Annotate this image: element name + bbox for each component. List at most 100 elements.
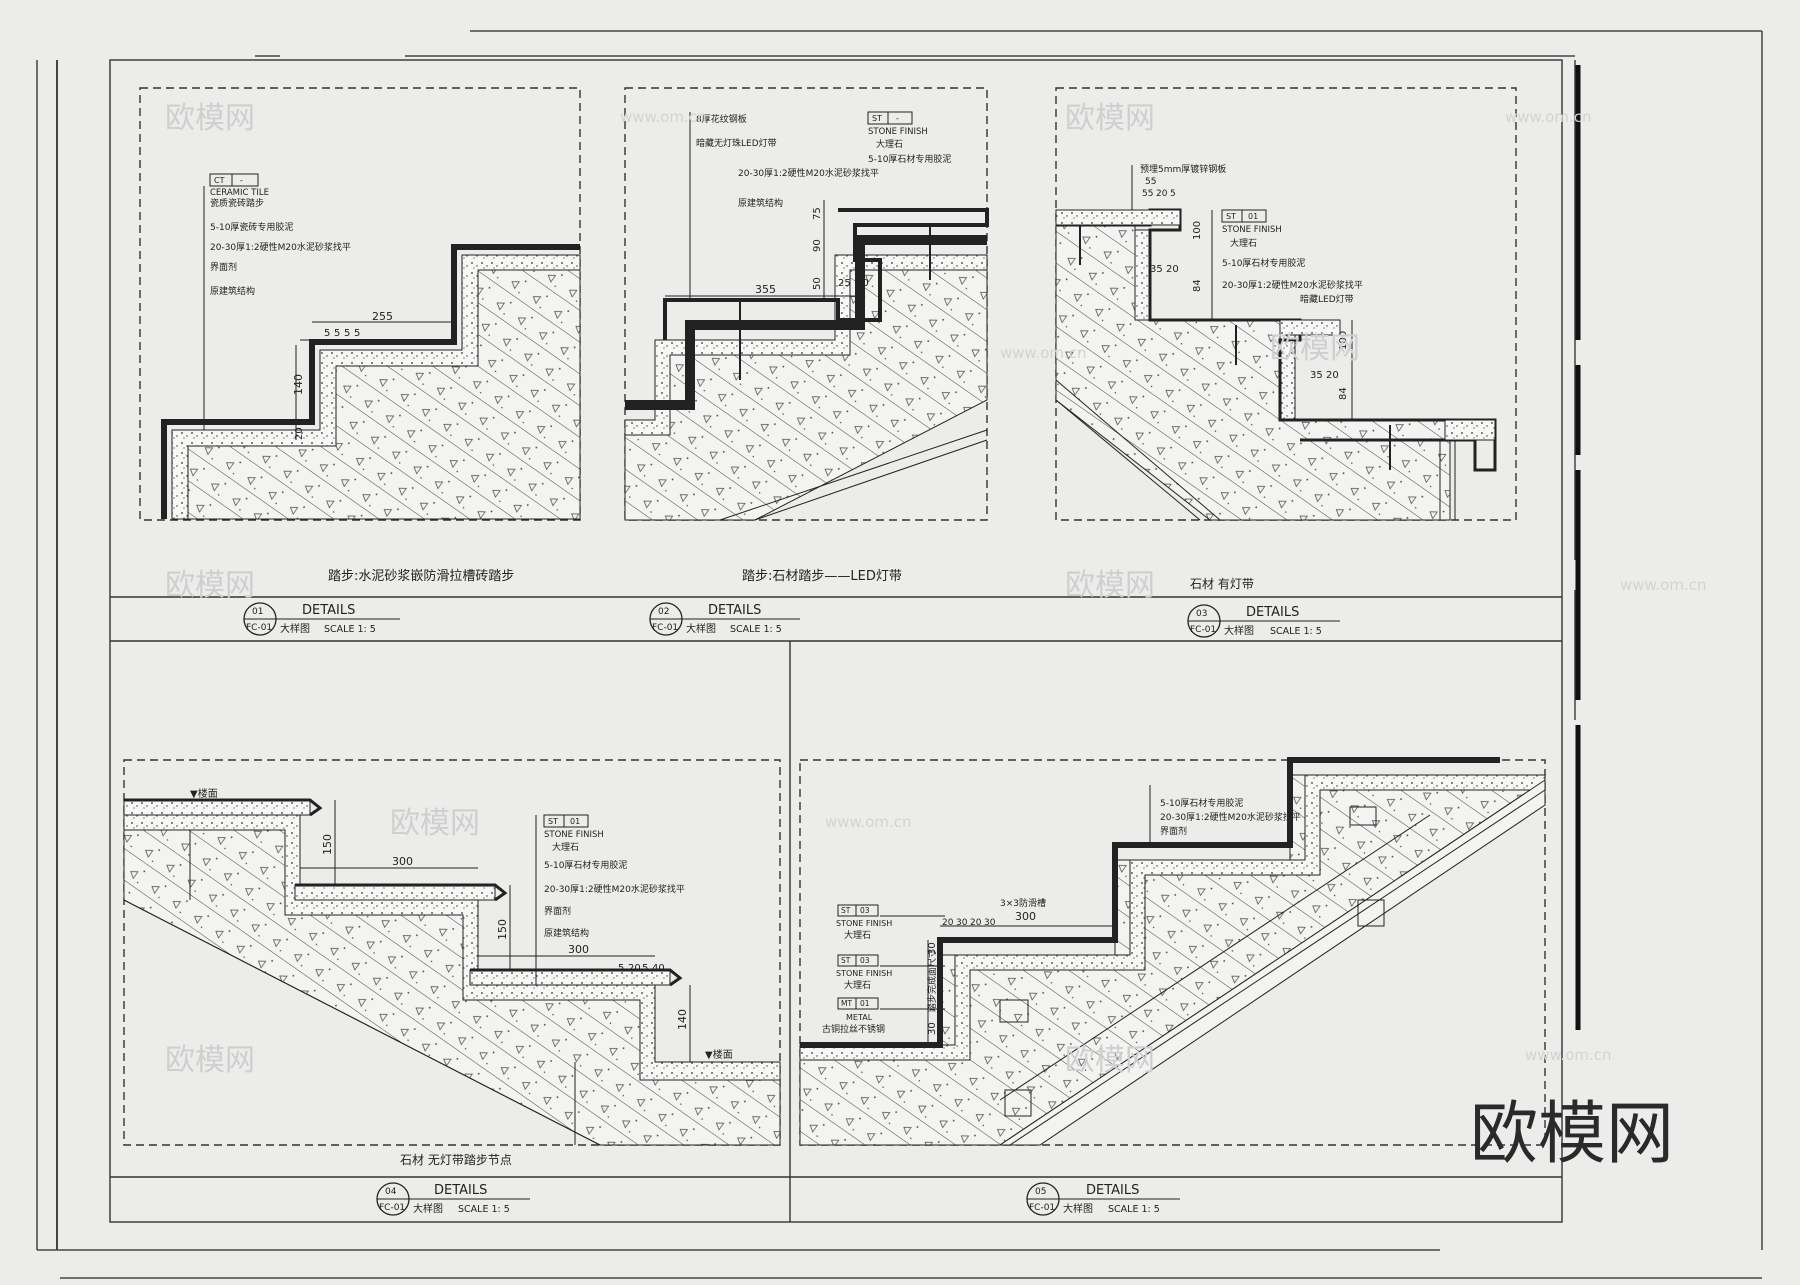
- dim-84: 84: [1338, 387, 1349, 400]
- detail-number: 02: [658, 607, 669, 617]
- detail-04-tag: ST 01: [543, 814, 589, 828]
- note: 5-10厚石材专用胶泥: [1222, 257, 1305, 269]
- sheet-ref: FC-01: [1029, 1203, 1055, 1213]
- detail-02: ST - 8厚花纹钢板 暗藏无灯珠LED灯带 20-30厚1:2硬性M20水泥砂…: [624, 87, 989, 584]
- detail-scale: SCALE 1: 5: [1108, 1204, 1160, 1215]
- note: 原建筑结构: [210, 285, 255, 297]
- detail-sub: 大样图: [413, 1202, 443, 1215]
- watermark-url: www.om.cn: [1620, 576, 1707, 594]
- detail-03-tag: ST 01: [1221, 209, 1267, 223]
- panel-frames: [109, 59, 1563, 1223]
- dim: 5: [354, 328, 360, 339]
- dim-100: 100: [1192, 221, 1203, 240]
- dim-150: 150: [321, 834, 334, 855]
- detail-01: CT - CERAMIC TILE 瓷质瓷砖踏步 5-10厚瓷砖专用胶泥 20-…: [139, 87, 581, 584]
- dim: 35: [1310, 370, 1323, 381]
- watermark-text: 欧模网: [165, 1043, 255, 1078]
- dim: 5: [334, 328, 340, 339]
- detail-04: ST 01 STONE FINISH 大理石 5-10厚石材专用胶泥 20-30…: [123, 759, 781, 1167]
- dim: 5: [1170, 189, 1176, 199]
- dim: 5: [344, 328, 350, 339]
- watermark-text: 欧模网: [165, 101, 255, 136]
- dim: 20: [628, 963, 641, 974]
- dim-140: 140: [676, 1009, 689, 1030]
- dim: 20: [1156, 189, 1168, 199]
- detail-02-tag: ST -: [867, 111, 913, 125]
- level-mark: ▼楼面: [190, 787, 218, 800]
- tag-code: CT: [214, 176, 225, 185]
- note: 界面剂: [544, 905, 571, 917]
- detail-01-caption: 踏步:水泥砂浆嵌防滑拉槽砖踏步: [328, 568, 514, 584]
- note: 暗藏LED灯带: [1300, 293, 1354, 305]
- note: 5-10厚瓷砖专用胶泥: [210, 221, 293, 233]
- dim: 55: [1145, 177, 1156, 187]
- dim-355: 355: [755, 283, 776, 296]
- detail-scale: SCALE 1: 5: [1270, 626, 1322, 637]
- tag-code: MT: [841, 999, 852, 1008]
- note: 20-30厚1:2硬性M20水泥砂浆找平: [1160, 811, 1301, 823]
- detail-03-caption: 石材 有灯带: [1190, 577, 1254, 591]
- watermark-text: 欧模网: [1065, 101, 1155, 136]
- brand-logo: 欧模网: [1470, 1095, 1674, 1174]
- dim: 40: [652, 963, 665, 974]
- dim-150: 150: [496, 919, 509, 940]
- watermark-url: www.om.cn: [1525, 1046, 1612, 1064]
- note: 5-10厚石材专用胶泥: [544, 859, 627, 871]
- sheet-ref: FC-01: [246, 623, 272, 633]
- note: 瓷质瓷砖踏步: [210, 197, 264, 209]
- dim: 5: [324, 328, 330, 339]
- detail-heading: DETAILS: [434, 1183, 487, 1198]
- detail-heading: DETAILS: [1246, 605, 1299, 620]
- dim-90: 90: [812, 239, 823, 252]
- tag-cn: 古铜拉丝不锈钢: [822, 1023, 885, 1035]
- dim-84: 84: [1192, 279, 1203, 292]
- tag-num: 03: [860, 956, 870, 965]
- dim: 20: [970, 918, 982, 928]
- dim-300: 300: [392, 855, 413, 868]
- watermarks: 欧模网 欧模网 www.om.cn www.om.cn 欧模网 欧模网 欧模网 …: [165, 101, 1707, 1078]
- note: 20-30厚1:2硬性M20水泥砂浆找平: [738, 167, 879, 179]
- sheet-border: [36, 30, 1763, 1279]
- note: 原建筑结构: [738, 197, 783, 209]
- label-02: 02 FC-01 DETAILS 大样图 SCALE 1: 5: [649, 602, 800, 636]
- tag-cn: 大理石: [844, 929, 871, 941]
- detail-sub: 大样图: [1063, 1202, 1093, 1215]
- dim: 5: [618, 963, 624, 974]
- dim: 20: [1326, 370, 1339, 381]
- detail-scale: SCALE 1: 5: [458, 1204, 510, 1215]
- tag-num: 03: [860, 906, 870, 915]
- detail-number: 05: [1035, 1187, 1046, 1197]
- note: 大理石: [876, 138, 903, 150]
- tag-num: 01: [1248, 212, 1258, 221]
- detail-04-caption: 石材 无灯带踏步节点: [400, 1153, 512, 1167]
- dim: 30: [984, 918, 996, 928]
- tag-code: ST: [872, 114, 882, 123]
- tag-num: -: [896, 114, 899, 123]
- dim-30: 30: [856, 278, 869, 289]
- dim: 30: [956, 918, 968, 928]
- watermark-url: www.om.cn: [825, 813, 912, 831]
- dim-20: 20: [294, 427, 305, 440]
- note: 界面剂: [210, 261, 237, 273]
- label-04: 04 FC-01 DETAILS 大样图 SCALE 1: 5: [376, 1182, 530, 1216]
- note: 原建筑结构: [544, 927, 589, 939]
- dim: 20: [942, 918, 954, 928]
- note: 20-30厚1:2硬性M20水泥砂浆找平: [544, 883, 685, 895]
- watermark-url: www.om.cn: [620, 108, 707, 126]
- detail-03: 预埋5mm厚镀锌钢板 55 55 20 5 ST 01 STONE FINISH…: [1055, 87, 1517, 591]
- note: 5-10厚石材专用胶泥: [1160, 797, 1243, 809]
- detail-labels: 01 FC-01 DETAILS 大样图 SCALE 1: 5 02 FC-01…: [243, 602, 1340, 1216]
- dim-140: 140: [292, 374, 305, 395]
- detail-05: ST 03 STONE FINISH 大理石 ST 03 STONE FINIS…: [799, 757, 1546, 1146]
- note: 5-10厚石材专用胶泥: [868, 153, 951, 165]
- dim: 30: [927, 1022, 938, 1035]
- tag-name: METAL: [846, 1013, 873, 1022]
- note: STONE FINISH: [544, 830, 604, 840]
- note: 大理石: [1230, 237, 1257, 249]
- sheet-ref: FC-01: [652, 623, 678, 633]
- watermark-url: www.om.cn: [1505, 108, 1592, 126]
- note: 界面剂: [1160, 825, 1187, 837]
- dim-50: 50: [812, 277, 823, 290]
- detail-05-tags: ST 03 STONE FINISH 大理石 ST 03 STONE FINIS…: [822, 904, 892, 1035]
